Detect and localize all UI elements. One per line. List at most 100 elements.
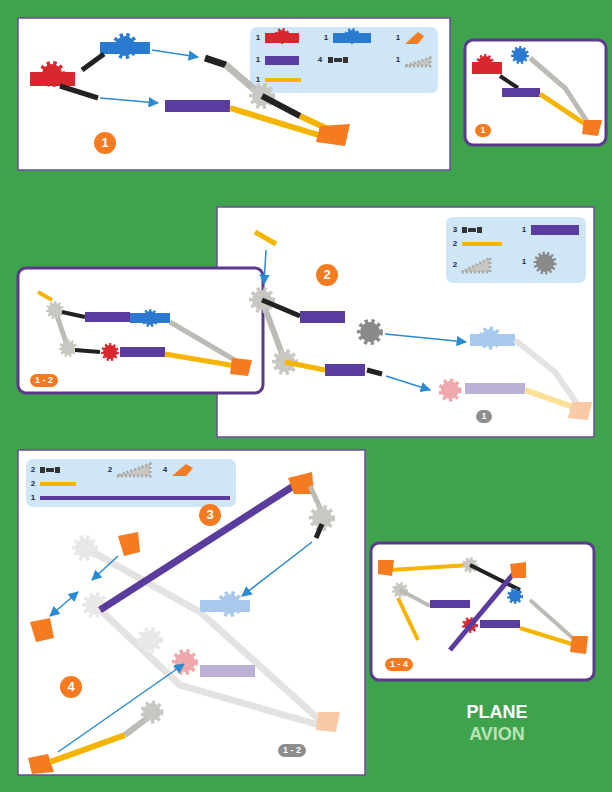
step-1-result	[472, 48, 602, 136]
step-3-4-illustration-shape	[50, 592, 78, 616]
step-3-4-illustration-shape	[143, 703, 161, 721]
step-3-4-illustration-shape	[100, 485, 295, 610]
step-4-result-shape	[390, 565, 470, 570]
step-range: 1 - 2	[30, 374, 58, 387]
panels-shape	[18, 450, 365, 775]
step-1-illustration	[30, 36, 350, 146]
step-1-illustration-shape	[316, 124, 350, 146]
part-count: 2	[108, 466, 112, 474]
parts-icons-shape	[405, 32, 424, 44]
step-1-illustration-shape	[152, 50, 198, 57]
step-2-result-shape	[103, 345, 117, 359]
part-count: 2	[31, 466, 35, 474]
step-1-illustration-shape	[100, 98, 158, 103]
parts-icons-shape	[40, 482, 76, 486]
parts-icons-shape	[40, 467, 45, 473]
parts-icons-shape	[172, 464, 193, 476]
step-1-illustration-shape	[115, 36, 135, 56]
parts-icons-shape	[531, 225, 579, 235]
panels-shape	[371, 543, 594, 680]
step-1-result-shape	[478, 56, 492, 70]
part-count: 1	[522, 226, 526, 234]
step-3-4-illustration-shape	[95, 605, 322, 726]
step-2-result-shape	[230, 358, 252, 376]
step-1-illustration-shape	[165, 100, 230, 112]
part-count: 2	[453, 240, 457, 248]
parts-icons-shape	[462, 242, 502, 246]
parts-icons-shape	[265, 78, 301, 82]
parts-icons-shape	[536, 254, 554, 272]
part-count: 1	[31, 494, 35, 502]
part-count: 1	[256, 76, 260, 84]
step-1-result-shape	[500, 76, 518, 88]
panels-shape	[465, 40, 606, 145]
step-2-result-shape	[85, 312, 130, 322]
parts-boxes-shape	[446, 217, 586, 283]
step-range: 1	[475, 124, 490, 137]
step-4-result-shape	[430, 600, 470, 608]
step-number: 4	[60, 676, 82, 698]
step-2-result-shape	[130, 313, 170, 323]
step-4-result-shape	[398, 598, 418, 640]
parts-boxes-shape	[26, 459, 236, 507]
parts-icons-shape	[346, 30, 358, 42]
step-3-4-illustration-shape	[220, 594, 240, 614]
step-3-4-illustration-shape	[50, 735, 125, 762]
step-3-4-illustration-shape	[58, 664, 184, 752]
step-3-4-illustration-shape	[28, 754, 54, 774]
step-2-illustration-shape	[255, 232, 276, 244]
step-3-4-illustration-shape	[200, 665, 255, 677]
parts-icons-shape	[265, 56, 299, 65]
panels-shape	[217, 207, 594, 437]
step-2-illustration-shape	[300, 311, 345, 323]
step-range: 1 - 4	[385, 658, 413, 671]
step-number: 3	[199, 504, 221, 526]
step-2-result-shape	[75, 350, 100, 352]
step-3-4-illustration-shape	[75, 538, 95, 558]
parts-boxes	[26, 27, 586, 507]
step-2-illustration-shape	[285, 362, 325, 370]
step-4-result-shape	[450, 572, 515, 650]
step-4-result-shape	[509, 590, 521, 602]
step-3-4-illustration-shape	[316, 524, 322, 538]
step-range: 1 - 2	[278, 744, 306, 757]
part-count: 1	[324, 34, 328, 42]
step-2-illustration-shape	[325, 364, 365, 376]
parts-icons-shape	[334, 58, 342, 62]
step-2-illustration-shape	[465, 383, 525, 394]
step-1-result-shape	[513, 48, 527, 62]
step-3-4-illustration-shape	[92, 556, 118, 580]
part-count: 1	[256, 34, 260, 42]
step-1-result-shape	[582, 120, 602, 136]
parts-boxes-shape	[250, 27, 438, 93]
step-2-illustration-shape	[568, 402, 592, 420]
step-2-illustration-shape	[515, 340, 580, 408]
step-2-illustration-shape	[360, 322, 380, 342]
step-2-result-shape	[120, 347, 165, 357]
parts-icons-shape	[462, 227, 467, 233]
parts-icons-shape	[46, 468, 54, 472]
step-4-result-shape	[378, 560, 394, 576]
part-count: 3	[453, 226, 457, 234]
step-3-4-illustration-shape	[140, 630, 160, 650]
step-4-result-shape	[400, 590, 430, 606]
parts-icons-shape	[343, 57, 348, 63]
parts-icons-shape	[462, 258, 490, 272]
parts-icons-shape	[405, 58, 430, 66]
step-2-illustration-shape	[525, 390, 576, 408]
step-2-result	[38, 292, 252, 376]
step-1-result-shape	[502, 88, 540, 97]
step-4-result-shape	[570, 636, 588, 654]
part-count: 1	[522, 258, 526, 266]
step-4-result	[378, 559, 588, 654]
subtitle: AVION	[469, 725, 525, 743]
part-count: 1	[396, 56, 400, 64]
step-3-4-illustration-shape	[80, 545, 322, 722]
panels-shape	[18, 268, 263, 393]
parts-icons-shape	[462, 227, 482, 233]
step-3-4-illustration-shape	[118, 532, 140, 556]
part-count: 2	[31, 480, 35, 488]
step-2-illustration-shape	[264, 250, 266, 284]
